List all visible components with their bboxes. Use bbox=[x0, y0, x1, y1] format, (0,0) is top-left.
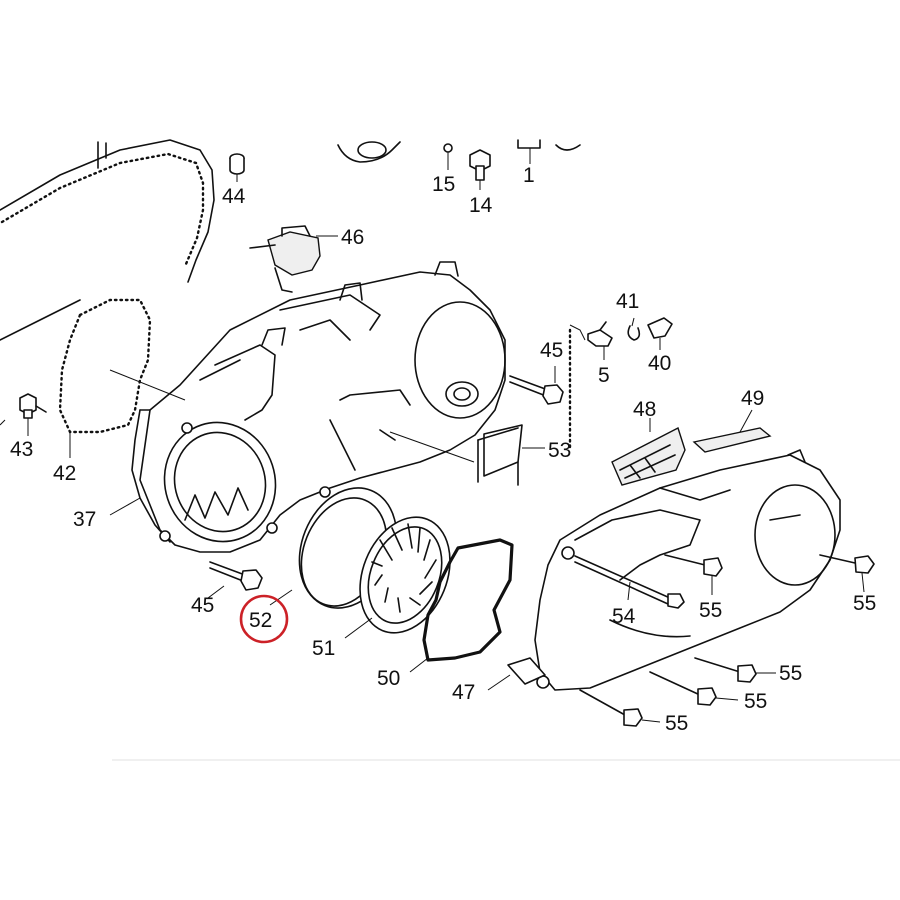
bolt-45-left bbox=[207, 561, 263, 599]
seal-strip-49 bbox=[692, 409, 772, 453]
label-5: 5 bbox=[598, 364, 610, 387]
label-42: 42 bbox=[53, 462, 76, 485]
dowel-pin-44 bbox=[229, 153, 245, 182]
label-40: 40 bbox=[648, 352, 671, 375]
cvt-cover-37 bbox=[109, 261, 506, 553]
label-15: 15 bbox=[432, 173, 455, 196]
label-55c: 55 bbox=[779, 662, 802, 685]
screw-55-d bbox=[649, 671, 739, 706]
bolt-45-right bbox=[509, 366, 564, 405]
label-51: 51 bbox=[312, 637, 335, 660]
label-52: 52 bbox=[249, 609, 272, 632]
bolt-43 bbox=[0, 393, 47, 436]
label-50: 50 bbox=[377, 667, 400, 690]
gasket-42 bbox=[58, 298, 152, 458]
label-55e: 55 bbox=[665, 712, 688, 735]
label-49: 49 bbox=[741, 387, 764, 410]
label-43: 43 bbox=[10, 438, 33, 461]
label-47: 47 bbox=[452, 681, 475, 704]
gasket-50 bbox=[409, 538, 514, 673]
screw-55-e bbox=[579, 689, 661, 727]
spring-clip-53 bbox=[389, 424, 545, 486]
label-37: 37 bbox=[73, 508, 96, 531]
screw-55-c bbox=[694, 657, 776, 683]
label-53: 53 bbox=[548, 439, 571, 462]
crankcase-cover-outline bbox=[0, 139, 215, 341]
label-41: 41 bbox=[616, 290, 639, 313]
outer-cover bbox=[487, 449, 841, 691]
air-duct-46 bbox=[249, 225, 338, 293]
top-part-fragments bbox=[337, 139, 581, 190]
screw-55-a bbox=[664, 554, 723, 595]
fan-51 bbox=[344, 516, 451, 639]
label-55b: 55 bbox=[853, 592, 876, 615]
label-55d: 55 bbox=[744, 690, 767, 713]
label-45b: 45 bbox=[191, 594, 214, 617]
label-48: 48 bbox=[633, 398, 656, 421]
parts-5-40-41 bbox=[568, 317, 673, 452]
label-45a: 45 bbox=[540, 339, 563, 362]
label-1: 1 bbox=[523, 164, 535, 187]
label-14: 14 bbox=[469, 194, 493, 217]
highlight-circle bbox=[239, 594, 289, 644]
label-54: 54 bbox=[612, 605, 636, 628]
screw-55-b bbox=[819, 554, 875, 593]
label-44: 44 bbox=[222, 185, 246, 208]
label-55a: 55 bbox=[699, 599, 722, 622]
label-46: 46 bbox=[341, 226, 364, 249]
filter-element-48 bbox=[611, 418, 686, 486]
